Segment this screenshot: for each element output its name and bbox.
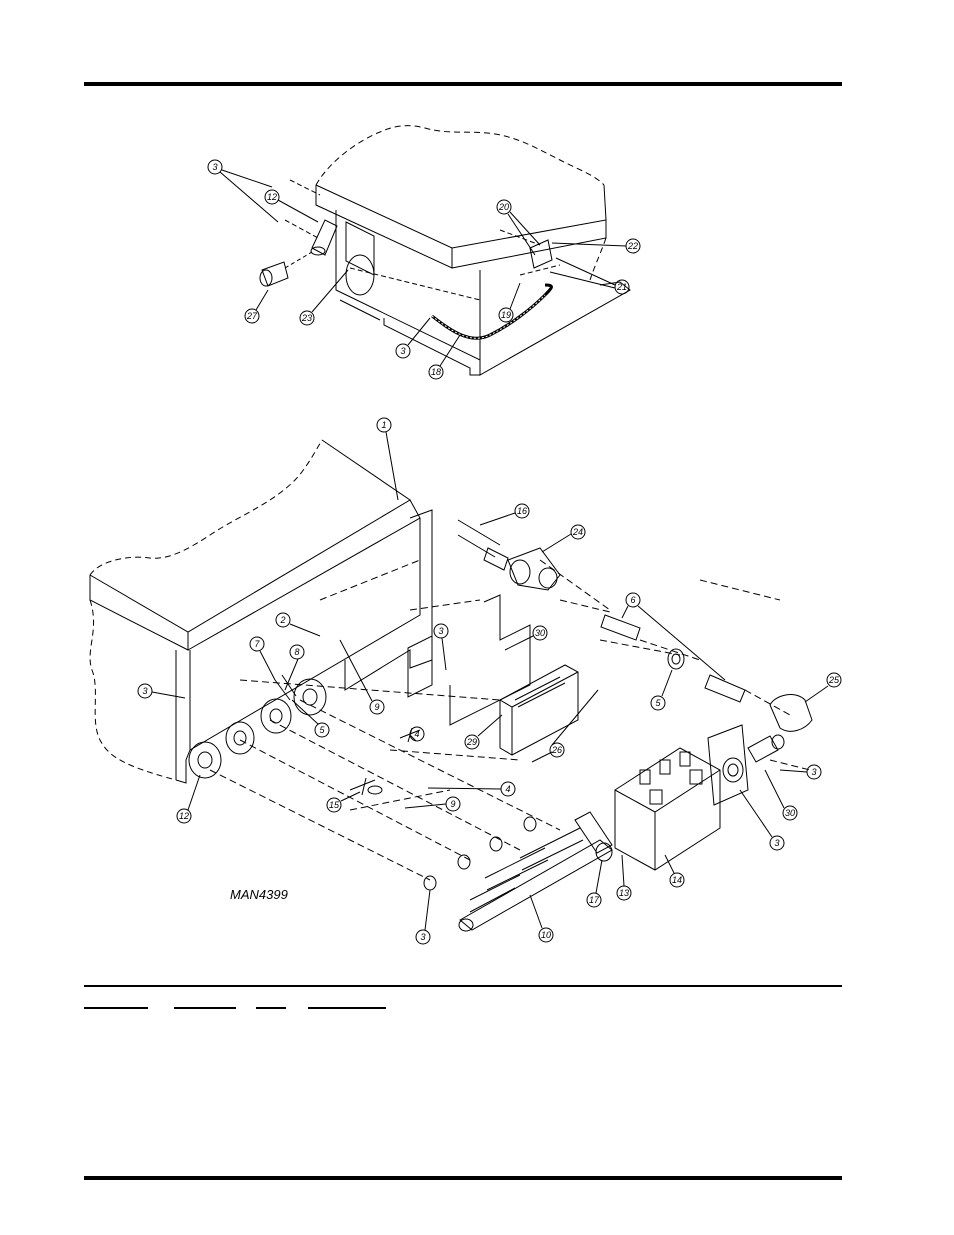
callout-number: 13 <box>619 888 629 898</box>
callout-number: 3 <box>142 686 147 696</box>
callout-number: 3 <box>400 346 405 356</box>
callout-number: 20 <box>498 202 509 212</box>
bottom-cabinet-break-outline <box>89 439 323 576</box>
callout-number: 17 <box>589 895 600 905</box>
callout-number: 24 <box>572 527 583 537</box>
callout-number: 23 <box>301 313 312 323</box>
top-cabinet-front-edge <box>315 185 453 269</box>
bottom-dashed-leaders <box>209 559 811 881</box>
callout-number: 18 <box>431 367 441 377</box>
top-dashed-leaders <box>284 179 561 301</box>
callout-number: 9 <box>374 702 379 712</box>
column-header-rule-1 <box>84 1007 148 1009</box>
pipe-elbow <box>769 694 813 732</box>
control-board <box>499 664 579 756</box>
burner-tube-1 <box>469 874 521 913</box>
top-hose <box>431 283 553 340</box>
top-cabinet-base <box>339 281 631 376</box>
callout-number: 5 <box>319 725 325 735</box>
top-cabinet-base-flange <box>383 318 480 376</box>
pipe-nipple-lower <box>704 674 746 703</box>
callout-number: 30 <box>535 628 545 638</box>
callout-number: 21 <box>616 282 627 292</box>
bottom-side-panel <box>344 509 433 691</box>
callout-number: 19 <box>501 310 511 320</box>
callout-number: 30 <box>785 808 795 818</box>
callout-number: 8 <box>294 647 299 657</box>
header-rule <box>84 82 842 86</box>
top-bracket <box>529 239 553 269</box>
section-rule <box>84 985 842 987</box>
callout-number: 3 <box>811 767 816 777</box>
bottom-cabinet-body <box>175 518 421 780</box>
top-callouts <box>207 159 641 380</box>
burner-tube-2 <box>484 847 549 891</box>
bottom-bracket-plate <box>407 635 433 698</box>
gas-valve <box>507 547 561 591</box>
pipe-nipple-upper <box>600 614 641 641</box>
callout-number: 2 <box>279 615 285 625</box>
top-round-cutout <box>345 254 375 296</box>
callout-number: 4 <box>505 784 510 794</box>
callout-number: 3 <box>438 626 443 636</box>
column-header-rule-3 <box>256 1007 286 1009</box>
callout-number: 9 <box>450 799 455 809</box>
callout-number: 1 <box>381 420 386 430</box>
top-cabinet-body <box>335 210 481 361</box>
bottom-cabinet-left-break <box>89 599 177 781</box>
callout-number: 3 <box>420 932 425 942</box>
callout-number: 7 <box>254 639 260 649</box>
callout-number: 15 <box>329 800 340 810</box>
column-header-rule-4 <box>308 1007 386 1009</box>
callout-number: 4 <box>414 729 419 739</box>
top-cabinet-top-face <box>315 184 607 249</box>
bottom-cabinet-top-face <box>89 439 411 633</box>
callout-number: 14 <box>672 875 682 885</box>
callout-number: 6 <box>630 595 635 605</box>
callout-number: 27 <box>246 311 258 321</box>
top-inlet-tube <box>311 219 338 256</box>
bottom-cabinet-front-edge <box>89 575 189 651</box>
callout-number: 29 <box>466 737 477 747</box>
burner-manifold <box>459 839 613 931</box>
callout-number: 3 <box>774 838 779 848</box>
top-cabinet-break-outline <box>315 125 605 186</box>
callout-number: 10 <box>541 930 551 940</box>
burner-tube-3 <box>519 827 584 871</box>
callout-number: 3 <box>212 162 217 172</box>
callout-number: 16 <box>517 506 527 516</box>
callout-number: 12 <box>267 192 277 202</box>
column-header-rule-2 <box>174 1007 236 1009</box>
ignition-module <box>614 747 721 871</box>
top-knob <box>261 261 289 287</box>
bottom-cabinet-base <box>175 749 191 784</box>
drawing-id: MAN4399 <box>230 887 288 902</box>
callout-number: 26 <box>551 745 562 755</box>
callout-number: 22 <box>627 241 638 251</box>
mounting-bracket <box>707 724 749 806</box>
top-cabinet-side-break <box>589 237 607 281</box>
callout-number: 25 <box>828 675 840 685</box>
bottom-callouts <box>137 417 842 945</box>
callout-number: 12 <box>179 811 189 821</box>
callout-number: 5 <box>655 698 661 708</box>
bottom-cover-plate <box>449 594 531 726</box>
footer-rule <box>84 1176 842 1180</box>
inlet-pipe <box>457 519 501 558</box>
bottom-cabinet-right-edge <box>187 499 421 651</box>
